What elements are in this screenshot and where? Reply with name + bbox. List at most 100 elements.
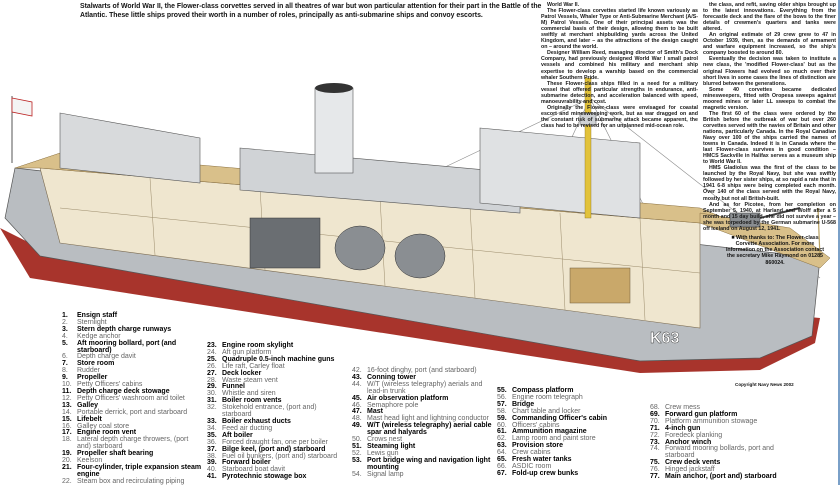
legend-item: 75.Crew deck vents: [650, 459, 800, 467]
legend-number: 21.: [62, 463, 72, 471]
legend-number: 43.: [352, 373, 362, 381]
midship-house: [239, 147, 521, 214]
legend-item: 65.Fresh water tanks: [497, 456, 642, 464]
legend-item: 66.ASDIC room: [497, 463, 642, 471]
legend-label: Feed air ducting: [222, 424, 273, 432]
legend-item: 54.Signal lamp: [352, 471, 492, 479]
legend-number: 32.: [207, 404, 217, 412]
legend-label: Petty Officers' washroom and toilet: [77, 394, 185, 402]
legend-label: Crew cabins: [512, 449, 551, 457]
legend-label: Aft mooring bollard, port (and starboard…: [77, 339, 177, 354]
legend-item: 31.Boiler room vents: [207, 397, 347, 405]
legend-item: 56.Engine room telegraph: [497, 393, 642, 402]
legend-item: 25.Quadruple 0.5-inch machine guns: [207, 355, 347, 364]
legend-item: 51.Steaming light: [352, 442, 492, 451]
legend-number: 1.: [62, 312, 68, 319]
legend-label: W/T (wireless telegraphy) aerial cable s…: [367, 422, 492, 437]
legend-number: 19.: [62, 450, 72, 458]
legend-number: 76.: [650, 466, 660, 474]
legend-item: 70.Platform ammunition stowage: [650, 418, 800, 426]
legend-label: Forward mooring bollards, port and starb…: [665, 445, 774, 460]
legend-item: 6.Depth charge davit: [62, 353, 202, 361]
legend-label: Compass platform: [512, 387, 574, 394]
legend-item: 59.Commanding Officer's cabin: [497, 414, 642, 423]
legend-item: 60.Officers' cabins: [497, 421, 642, 430]
legend-label: Portable derrick, port and starboard: [77, 408, 188, 416]
article-paragraph: The first 60 of the class were ordered b…: [703, 110, 836, 166]
legend-label: Galley: [77, 401, 99, 409]
legend-label: Engine room skylight: [222, 342, 294, 349]
legend-number: 69.: [650, 410, 660, 418]
jackstaff: [817, 207, 821, 259]
article-paragraph: Eventually the decision was taken to ins…: [703, 56, 836, 87]
legend-item: 61.Ammunition magazine: [497, 428, 642, 436]
legend-label: Stokehold entrance, (port and) starboard: [222, 404, 317, 419]
legend-number: 57.: [497, 400, 507, 408]
legend-label: W/T (wireless telegraphy) aerials and le…: [367, 380, 483, 395]
legend-item: 73.Anchor winch: [650, 439, 800, 447]
legend-number: 24.: [207, 348, 217, 356]
page-border: [838, 0, 840, 485]
magazine: [569, 267, 631, 304]
legend-label: Mast: [367, 408, 383, 416]
legend-label: Boiler exhaust ducts: [222, 417, 291, 425]
crows-nest: [579, 112, 597, 126]
legend-number: 7.: [62, 360, 68, 368]
legend-number: 59.: [497, 414, 507, 422]
legend-number: 41.: [207, 473, 217, 481]
legend-item: 28.Waste steam vent: [207, 377, 347, 385]
legend-number: 30.: [207, 390, 217, 398]
legend-label: Propeller shaft bearing: [77, 450, 154, 458]
article-paragraph: And as for Picotee, from her completion …: [703, 201, 836, 232]
legend-label: Semaphore pole: [367, 401, 419, 409]
legend-item: 62.Lamp room and paint store: [497, 435, 642, 443]
legend-number: 56.: [497, 393, 507, 401]
legend-number: 45.: [352, 394, 362, 402]
legend-label: Boiler room vents: [222, 397, 282, 405]
legend-number: 5.: [62, 339, 68, 347]
legend-number: 75.: [650, 459, 660, 467]
legend-label: Pyrotechnic stowage box: [222, 473, 307, 481]
forward-boiler: [394, 233, 446, 279]
white-ensign: [11, 97, 33, 117]
legend-label: Lateral depth charge throwers, (port and…: [77, 436, 189, 451]
legend-label: Bilge keel, (port and) starboard: [222, 445, 326, 453]
legend-item: 50.Crows nest: [352, 436, 492, 444]
legend-item: 35.Aft boiler: [207, 432, 347, 440]
legend-label: Petty Officers' cabins: [77, 381, 143, 389]
legend-item: 30.Whistle and siren: [207, 390, 347, 398]
legend-number: 50.: [352, 436, 362, 444]
legend-number: 62.: [497, 435, 507, 443]
legend-number: 25.: [207, 355, 217, 363]
legend-number: 16.: [62, 422, 72, 430]
legend-label: Depth charge davit: [77, 353, 136, 361]
legend-label: Officers' cabins: [512, 421, 560, 429]
gun-barrel: [759, 207, 801, 219]
legend-label: Starboard boat davit: [222, 466, 286, 474]
legend-item: 33.Boiler exhaust ducts: [207, 417, 347, 426]
legend-item: 68.Crew mess: [650, 404, 800, 412]
legend-number: 74.: [650, 445, 660, 453]
legend-number: 34.: [207, 424, 217, 432]
legend-item: 67.Fold-up crew bunks: [497, 470, 642, 478]
legend-item: 40.Starboard boat davit: [207, 466, 347, 474]
legend-label: Life raft, Carley float: [222, 362, 285, 370]
legend-number: 46.: [352, 401, 362, 409]
legend-number: 55.: [497, 387, 507, 394]
legend-item: 41. Pyrotechnic stowage box: [207, 473, 347, 481]
legend-label: Fresh water tanks: [512, 456, 572, 464]
legend-item: 9.Propeller: [62, 374, 202, 382]
legend-number: 53.: [352, 456, 362, 464]
legend-number: 9.: [62, 374, 68, 382]
aft-superstructure: [59, 112, 201, 184]
legend-number: 11.: [62, 387, 72, 395]
legend-label: Store room: [77, 360, 115, 368]
legend-label: Steaming light: [367, 442, 416, 450]
legend-label: Provision store: [512, 442, 563, 450]
corvette-cutaway-illustration: K63: [0, 77, 831, 373]
legend-label: Hinged jackstaff: [665, 466, 715, 474]
legend-label: Kedge anchor: [77, 332, 121, 340]
legend-number: 4.: [62, 332, 68, 340]
legend-item: 12.Petty Officers' washroom and toilet: [62, 394, 202, 403]
